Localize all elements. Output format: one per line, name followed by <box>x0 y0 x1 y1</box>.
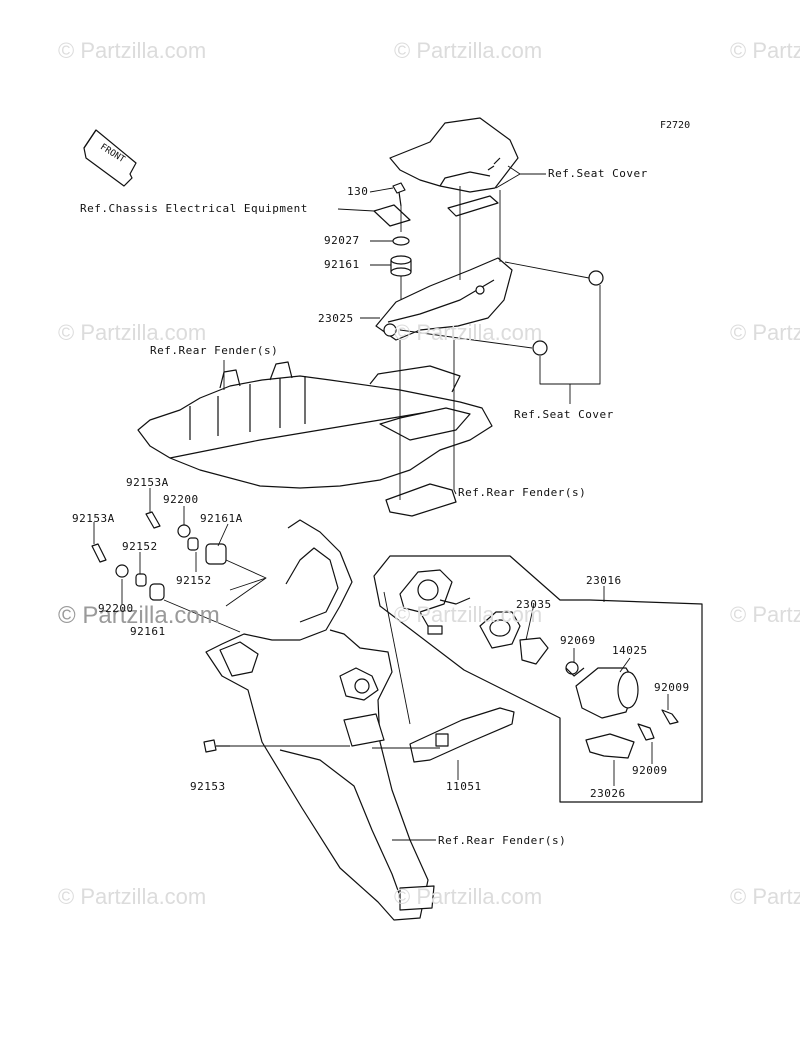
bracket-11051 <box>409 707 515 763</box>
part-label-92152: 92152 <box>122 540 158 553</box>
part-label-92152: 92152 <box>176 574 212 587</box>
watermark: © Partzilla.com <box>394 38 543 63</box>
screw-92009-lower <box>637 723 655 741</box>
part-label-92027: 92027 <box>324 234 360 247</box>
bolt-92153A-lower <box>91 543 107 563</box>
damper-92161A <box>205 543 227 565</box>
socket-23016 <box>399 569 471 635</box>
part-label-92153A: 92153A <box>126 476 169 489</box>
bolt-130 <box>392 182 406 207</box>
watermark: © Partzilla.com <box>730 320 800 345</box>
part-label-23025: 23025 <box>318 312 354 325</box>
damper-92161-lower <box>149 583 165 601</box>
watermark: © Partzilla.com <box>58 884 207 909</box>
lens-14025 <box>575 667 639 719</box>
part-label-130: 130 <box>347 185 369 198</box>
part-label-92153: 92153 <box>190 780 226 793</box>
part-label-92009: 92009 <box>632 764 668 777</box>
front-arrow-icon: FRONT <box>83 129 137 187</box>
watermark: © Partzilla.com <box>58 38 207 63</box>
reflector-23026 <box>585 733 635 759</box>
rear-fender-tray <box>137 361 493 489</box>
collar-92152-lower <box>135 573 147 587</box>
watermark: © Partzilla.com <box>730 884 800 909</box>
washer-92200-upper <box>177 524 191 538</box>
screw-92009-upper <box>661 709 679 725</box>
lower-rear-fender <box>205 519 435 921</box>
bracket-23025 <box>375 257 513 341</box>
figure-code: F2720 <box>660 120 691 131</box>
electrical-bracket <box>373 204 411 227</box>
holder-23035 <box>479 611 521 649</box>
part-label-92161A: 92161A <box>200 512 243 525</box>
bolt-92153 <box>203 739 230 753</box>
ref-label-seat-cover: Ref.Seat Cover <box>548 167 648 180</box>
collar-92152-upper <box>187 537 199 551</box>
part-label-92200: 92200 <box>163 493 199 506</box>
part-label-23035: 23035 <box>516 598 552 611</box>
part-label-92153A: 92153A <box>72 512 115 525</box>
part-label-92161: 92161 <box>130 625 166 638</box>
part-label-92161: 92161 <box>324 258 360 271</box>
watermark: © Partzilla.com <box>58 602 220 629</box>
damper-92161 <box>390 255 412 277</box>
bulb-92069 <box>565 661 585 677</box>
ref-label-rear-fender: Ref.Rear Fender(s) <box>458 486 587 499</box>
leader-lines <box>93 165 669 841</box>
watermark: © Partzilla.com <box>730 602 800 627</box>
watermark: © Partzilla.com <box>730 38 800 63</box>
washer-92027 <box>392 236 410 246</box>
watermark: © Partzilla.com <box>394 884 543 909</box>
part-label-92009: 92009 <box>654 681 690 694</box>
taillight-assembly-frame <box>373 555 703 803</box>
fender-plate <box>385 483 457 517</box>
ref-label-rear-fender: Ref.Rear Fender(s) <box>150 344 279 357</box>
part-label-92200: 92200 <box>98 602 134 615</box>
ref-label-chassis-electrical: Ref.Chassis Electrical Equipment <box>80 202 308 215</box>
part-label-23016: 23016 <box>586 574 622 587</box>
washer-92200-lower <box>115 564 129 578</box>
ref-label-seat-cover: Ref.Seat Cover <box>514 408 614 421</box>
grommet-right <box>532 270 604 356</box>
clip-23035 <box>519 637 549 665</box>
watermark: © Partzilla.com <box>58 320 207 345</box>
part-label-14025: 14025 <box>612 644 648 657</box>
part-label-23026: 23026 <box>590 787 626 800</box>
ref-label-rear-fender: Ref.Rear Fender(s) <box>438 834 567 847</box>
watermark: © Partzilla.com <box>394 602 543 627</box>
watermark: © Partzilla.com <box>394 320 543 345</box>
seat-cover-ref-part <box>389 117 519 217</box>
part-label-92069: 92069 <box>560 634 596 647</box>
part-label-11051: 11051 <box>446 780 482 793</box>
bolt-92153A-upper <box>145 511 161 529</box>
